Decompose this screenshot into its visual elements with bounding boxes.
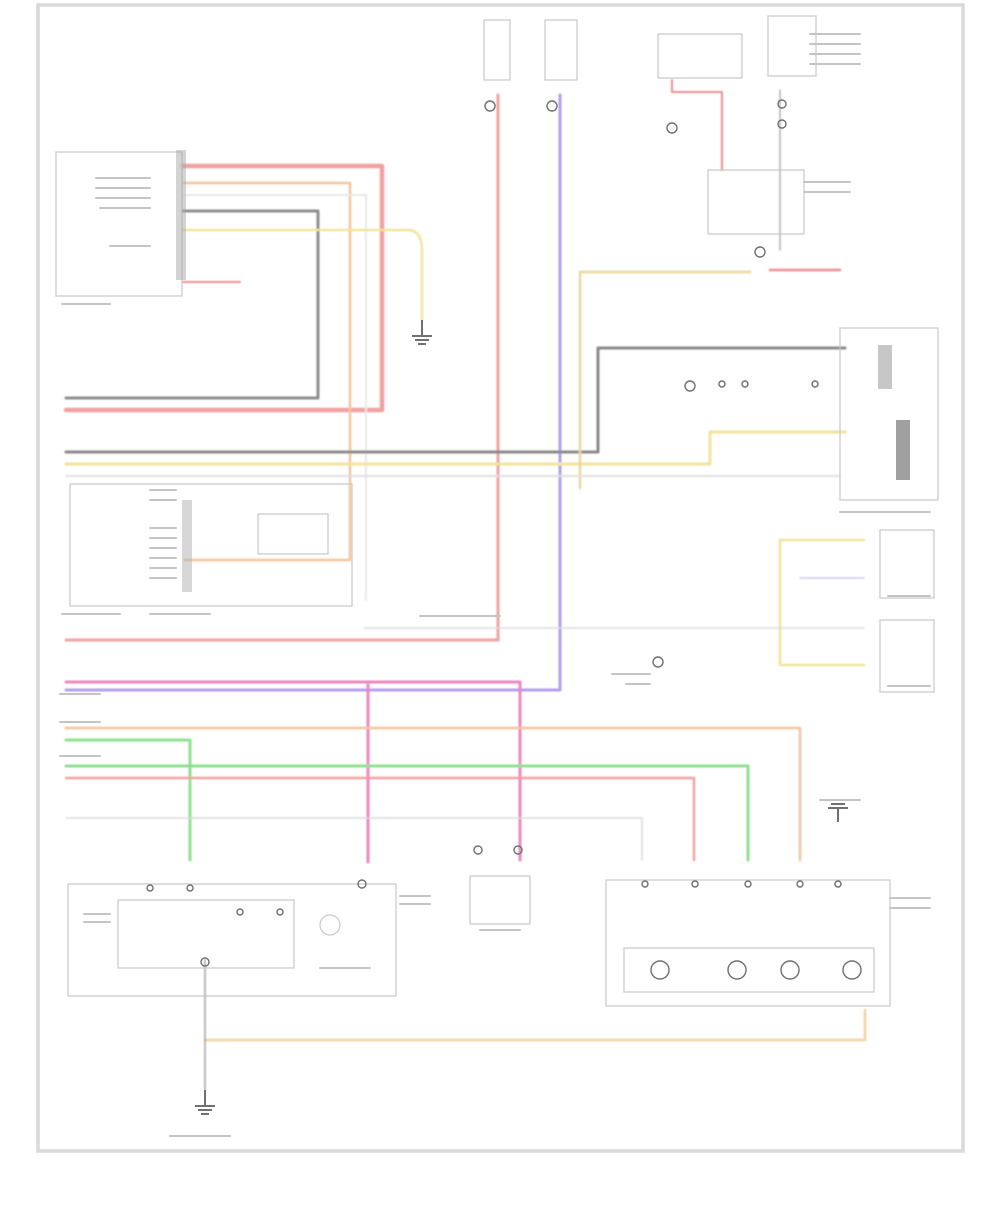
switch-bottom-left	[67, 879, 397, 997]
module-upper-left	[55, 150, 186, 297]
connector-right-lower-2	[652, 619, 935, 693]
wire-yellow-to-relay	[578, 270, 752, 490]
switch-bottom-center	[469, 845, 531, 925]
wire-red-lower	[64, 776, 696, 862]
wire-pink-horizontal	[64, 680, 522, 862]
connector-right-lower-1	[879, 529, 935, 599]
wire-red-relay	[671, 79, 723, 171]
ground-bottom-left	[195, 1090, 215, 1115]
unit-top-right	[754, 15, 817, 258]
connector-right-upper	[684, 327, 939, 501]
ground-upper-center	[412, 320, 432, 345]
wire-violet-long-vertical	[64, 93, 562, 692]
diagram-frame	[36, 3, 965, 1153]
wire-yellow-right-lower	[778, 538, 866, 667]
wire-red-long-vertical	[64, 93, 500, 642]
wire-orange-bottom-return	[203, 1008, 867, 1042]
wire-light-lower	[65, 817, 643, 861]
lamp-panel-bottom-right	[605, 879, 891, 1007]
ground-right-top	[828, 803, 848, 822]
wire-gray-upper-loop	[64, 209, 320, 400]
illegible-labels	[59, 33, 931, 1137]
fuse-top-2	[544, 19, 578, 112]
wire-green-lower-bus	[64, 738, 192, 862]
wire-red-upper-loop	[63, 163, 385, 413]
module-middle-left	[69, 483, 353, 607]
wire-orange-vertical	[181, 181, 352, 562]
wire-gray-bus	[64, 346, 847, 454]
relay-top-right	[657, 33, 805, 235]
wire-green-long	[64, 764, 750, 862]
wire-yellow-bus	[64, 430, 847, 466]
wire-orange-lower-bus	[64, 726, 802, 862]
wire-yellow-upper	[181, 228, 424, 322]
fuse-top-1	[483, 19, 511, 112]
